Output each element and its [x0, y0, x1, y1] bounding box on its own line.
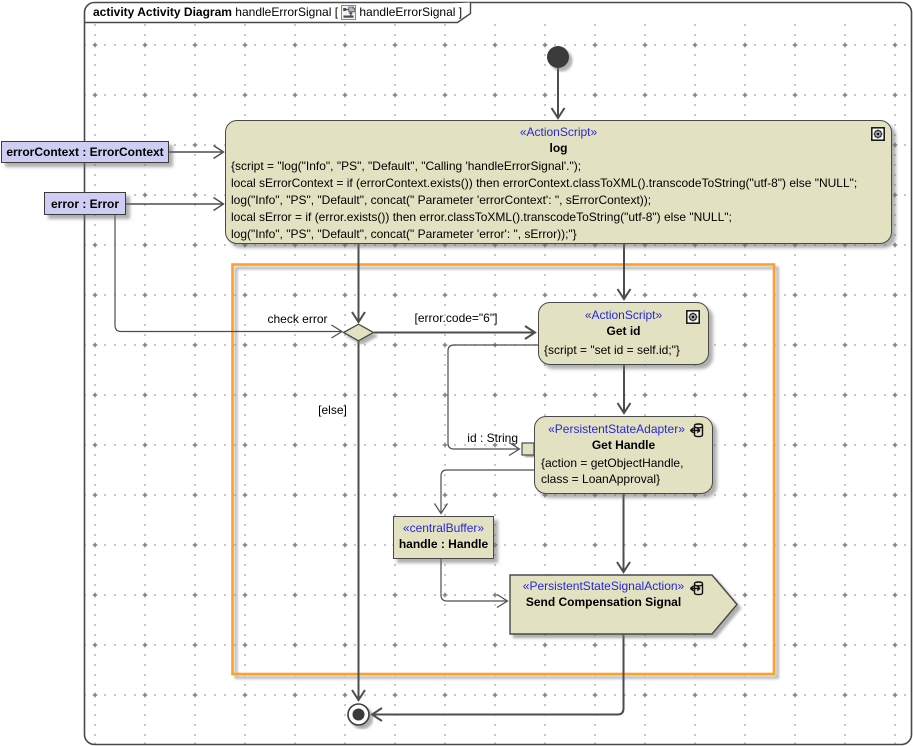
getid-action-node[interactable]: «ActionScript» Get id {script = "set id … [538, 302, 709, 365]
final-node[interactable] [347, 703, 370, 726]
initial-node[interactable] [547, 46, 569, 68]
gethandle-action-node[interactable]: «PersistentStateAdapter» Get Handle {act… [534, 416, 713, 494]
database-arrow-icon [689, 423, 704, 438]
input-pin-id[interactable] [521, 442, 535, 456]
sendsignal-stereotype: «PersistentStateSignalAction» [522, 579, 685, 593]
send-signal-text[interactable]: «PersistentStateSignalAction» Send Compe… [510, 575, 713, 634]
frame-border [83, 1, 913, 746]
errorcontext-object-node[interactable]: errorContext : ErrorContext [1, 141, 169, 163]
edge-decision-to-getid[interactable] [374, 325, 537, 340]
getid-name: Get id [606, 324, 641, 338]
edge-error-to-decision[interactable] [114, 215, 344, 339]
log-stereotype: «ActionScript» [519, 125, 598, 139]
gear-icon [871, 127, 885, 141]
edge-initial-to-log[interactable] [550, 67, 566, 120]
log-script-line: local sErrorContext = if (errorContext.e… [231, 176, 858, 190]
frame-name: handleErrorSignal [ [235, 5, 339, 19]
centralbuffer-name: handle : Handle [398, 537, 489, 551]
frame-keyword: activity Activity Diagram [93, 5, 232, 19]
activity-diagram-icon [341, 4, 357, 20]
edge-label-guard-else[interactable]: [else] [318, 403, 347, 417]
getid-script-line: {script = "set id = self.id;"} [544, 343, 680, 357]
gethandle-property-line: {action = getObjectHandle, [541, 456, 684, 470]
edge-log-to-getid[interactable] [616, 244, 632, 301]
log-name: log [549, 141, 568, 155]
edges [114, 67, 632, 722]
edge-label-guard-error-code[interactable]: [error.code="6"] [414, 311, 498, 325]
decision-node[interactable] [342, 323, 375, 342]
send-signal-node[interactable] [509, 574, 738, 635]
edge-gethandle-to-send[interactable] [616, 494, 631, 574]
edge-errorcontext-to-log[interactable] [169, 144, 225, 160]
log-script-line: {script = "log("Info", "PS", "Default", … [231, 159, 582, 173]
frame-header-shape [84, 2, 472, 24]
pin-label-id-string[interactable]: id : String [467, 431, 518, 445]
gethandle-stereotype: «PersistentStateAdapter» [548, 422, 685, 436]
interruptible-region[interactable] [231, 263, 776, 676]
database-arrow-icon [689, 581, 704, 596]
frame-ref: handleErrorSignal ] [359, 5, 463, 19]
edge-buffer-to-send[interactable] [440, 559, 509, 609]
edge-gethandle-to-buffer[interactable] [433, 469, 535, 515]
sendsignal-name: Send Compensation Signal [525, 595, 682, 609]
edge-send-to-final[interactable] [370, 634, 625, 722]
edge-getid-to-gethandle[interactable] [616, 365, 632, 415]
errorcontext-label: errorContext : ErrorContext [6, 145, 164, 159]
getid-stereotype: «ActionScript» [584, 308, 663, 322]
edge-log-to-decision[interactable] [351, 244, 366, 324]
gethandle-property-line: class = LoanApproval} [541, 472, 661, 486]
log-script-line: local sError = if (error.exists()) then … [231, 210, 732, 224]
frame-header[interactable]: activity Activity Diagram handleErrorSig… [84, 2, 472, 24]
gear-icon [686, 310, 700, 324]
edge-label-check-error[interactable]: check error [267, 312, 328, 326]
error-label: error : Error [50, 196, 120, 211]
log-script-line: log("Info", "PS", "Default", concat(" Pa… [231, 193, 652, 207]
edge-getid-to-pin[interactable] [447, 344, 538, 457]
centralbuffer-stereotype: «centralBuffer» [402, 521, 485, 535]
error-object-node[interactable]: error : Error [44, 192, 126, 215]
log-script-line: log("Info", "PS", "Default", concat(" Pa… [231, 227, 577, 241]
log-action-node[interactable]: «ActionScript» log {script = "log("Info"… [225, 120, 892, 244]
gethandle-name: Get Handle [591, 438, 656, 452]
centralbuffer-node[interactable]: «centralBuffer» handle : Handle [393, 516, 494, 559]
edge-error-to-log[interactable] [125, 196, 225, 212]
edge-decision-to-final[interactable] [351, 341, 366, 702]
